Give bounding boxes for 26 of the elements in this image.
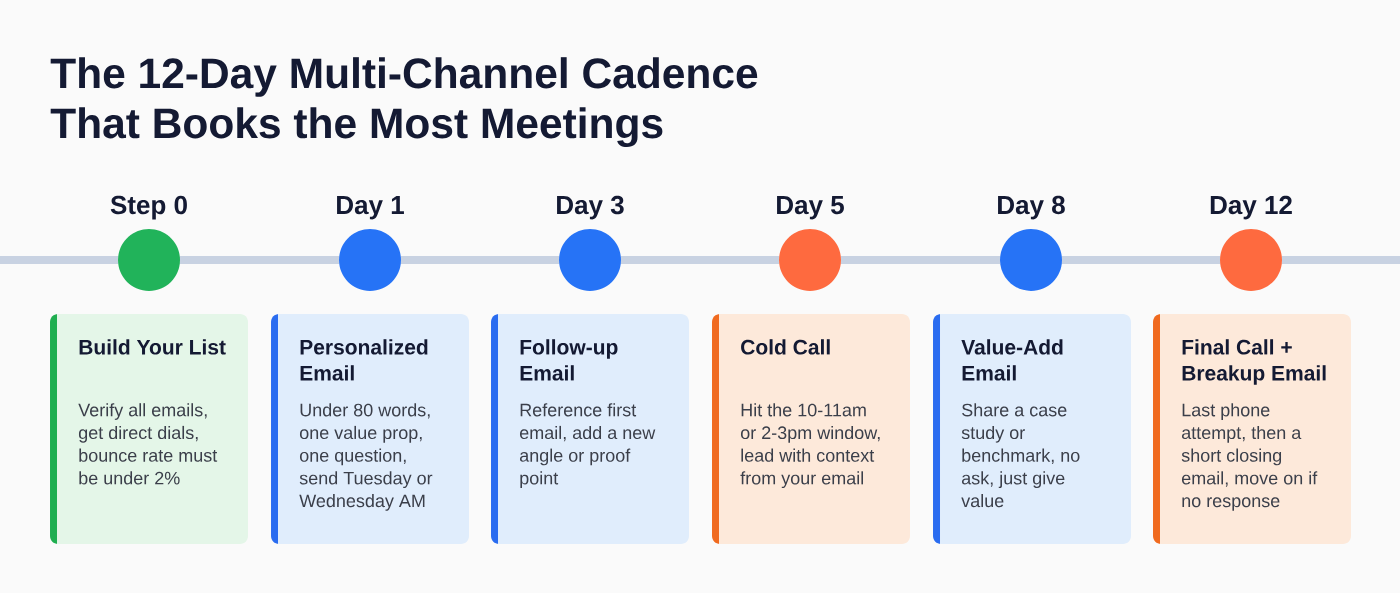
timeline-line <box>0 256 118 264</box>
timeline-line <box>180 256 339 264</box>
card-text: Hit the 10-11am or 2-3pm window, lead with context from your email <box>740 403 880 489</box>
card-heading: Final Call + Breakup Email <box>1182 339 1326 385</box>
step-label: Day 1 <box>337 196 404 220</box>
card-heading: Cold Call <box>741 339 830 355</box>
step-label: Day 8 <box>998 195 1065 220</box>
step-label: Step 0 <box>110 195 187 220</box>
step-label: Day 12 <box>1210 195 1292 220</box>
card-heading: Personalized Email <box>300 339 428 381</box>
title: The 12-Day Multi-Channel Cadence That Books the Most Meetings <box>50 57 758 147</box>
step-label: Day 5 <box>777 196 844 220</box>
timeline-line <box>1282 256 1400 264</box>
step-label: Day 3 <box>557 195 624 220</box>
card-text: Verify all emails, get direct dials, bounce rate must be under 2% <box>78 403 218 485</box>
timeline-line <box>1062 256 1220 264</box>
timeline-line <box>621 256 779 264</box>
card-text: Under 80 words, one value prop, one question, send Tuesday or Wednesday AM <box>299 403 433 511</box>
timeline-line <box>841 256 1000 264</box>
card-heading: Follow-up Email <box>520 339 618 381</box>
card-text: Last phone attempt, then a short closing email, move on if no response <box>1181 403 1318 511</box>
timeline-line <box>401 256 559 264</box>
card-heading: Build Your List <box>79 339 226 355</box>
card-text: Reference first email, add a new angle or proof point <box>520 403 656 489</box>
card-text: Share a case study or benchmark, no ask, just give value <box>961 403 1080 508</box>
card-heading: Value-Add Email <box>961 339 1063 381</box>
